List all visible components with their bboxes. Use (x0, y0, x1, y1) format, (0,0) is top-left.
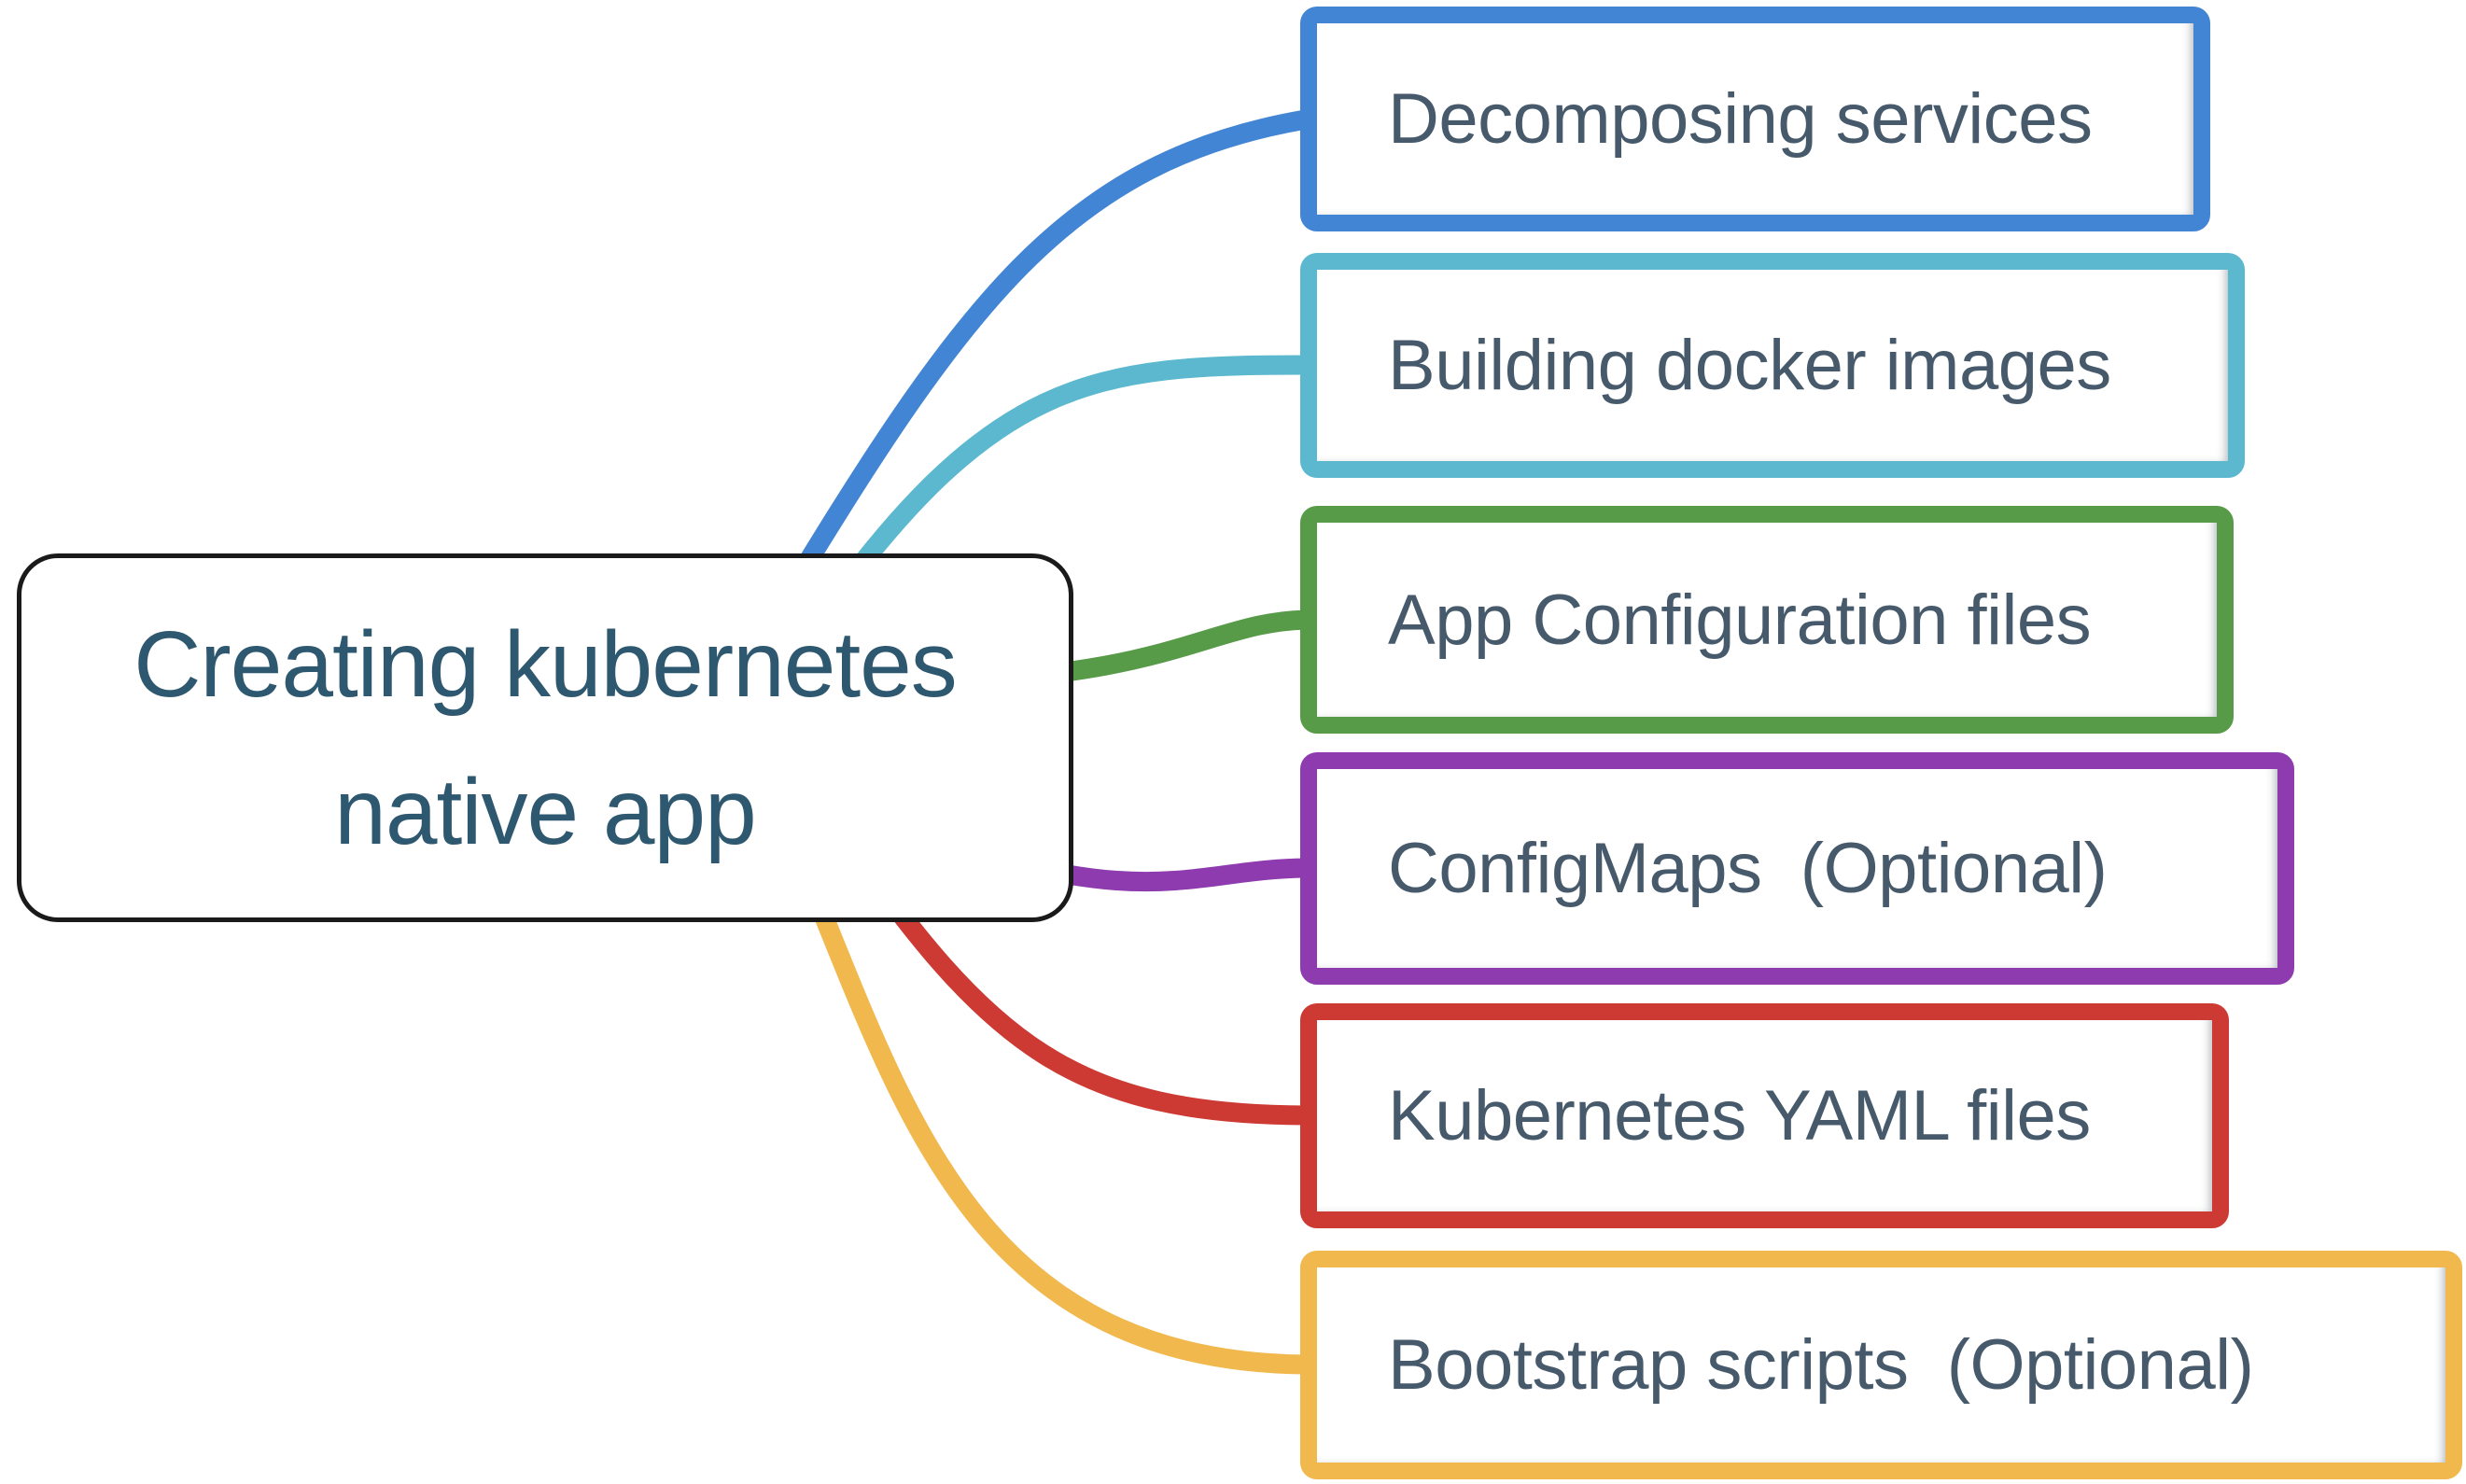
root-node-label-line2: native app (334, 759, 756, 864)
branch-node-kubernetes-yaml-files[interactable]: Kubernetes YAML files (1300, 1003, 2229, 1228)
branch-node-decomposing-services[interactable]: Decomposing services (1300, 7, 2210, 231)
branch-node-app-configuration-files[interactable]: App Configuration files (1300, 506, 2234, 734)
connector-bootstrap-scripts-optional (775, 817, 1312, 1375)
branch-node-building-docker-images[interactable]: Building docker images (1300, 253, 2245, 478)
branch-node-configmaps-optional[interactable]: ConfigMaps (Optional) (1300, 752, 2294, 985)
connector-decomposing-services (766, 108, 1313, 622)
branch-node-label: App Configuration files (1388, 580, 2092, 660)
root-node-label-line1: Creating kubernetes (133, 611, 958, 717)
branch-node-label: ConfigMaps (Optional) (1388, 829, 2108, 908)
root-node[interactable]: Creating kubernetes native app (17, 553, 1073, 922)
branch-node-label: Building docker images (1388, 326, 2111, 405)
branch-node-bootstrap-scripts-optional[interactable]: Bootstrap scripts (Optional) (1300, 1251, 2462, 1479)
connector-building-docker-images (794, 355, 1312, 650)
branch-node-label: Bootstrap scripts (Optional) (1388, 1325, 2254, 1405)
branch-node-label: Kubernetes YAML files (1388, 1076, 2091, 1155)
branch-node-label: Decomposing services (1388, 79, 2093, 159)
